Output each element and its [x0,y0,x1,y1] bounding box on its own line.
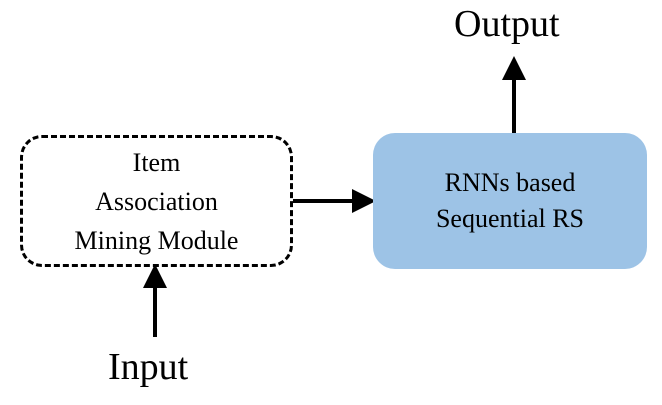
mining-module-label-line-3: Mining Module [74,225,239,255]
mining-module-label-line-2: Association [95,186,218,216]
input-label: Input [108,346,189,388]
item-association-mining-module: Item Association Mining Module [20,135,293,267]
rnn-module-label-line-1: RNNs based [444,168,576,197]
output-label: Output [454,3,560,45]
mining-module-label-line-1: Item [132,147,181,177]
rnn-sequential-rs-module: RNNs based Sequential RS [373,133,647,269]
rnn-module-label-line-2: Sequential RS [435,204,585,233]
